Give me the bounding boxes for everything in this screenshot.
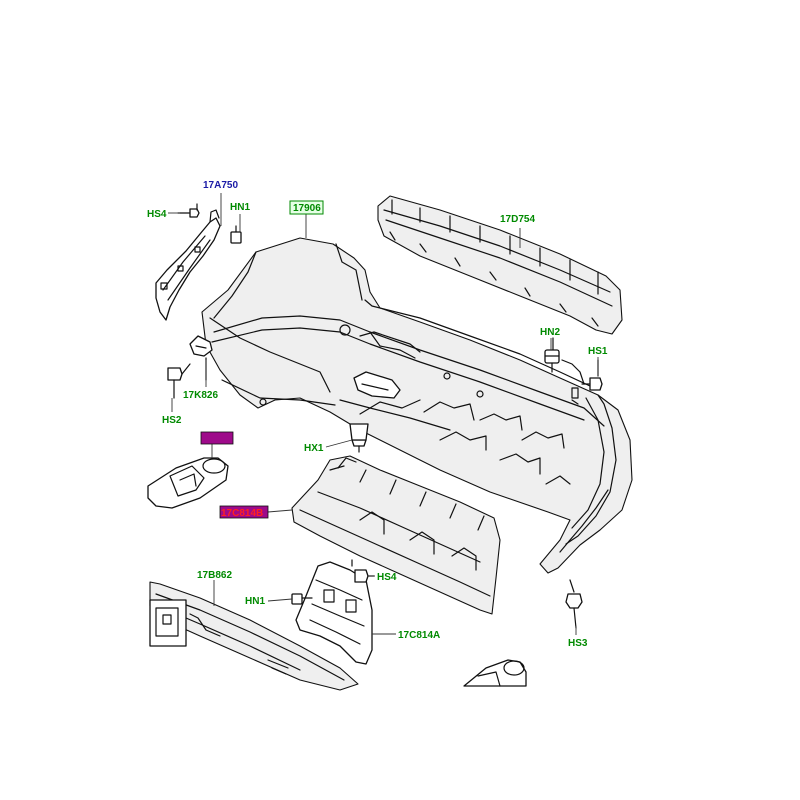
- leader-lines: [168, 193, 599, 635]
- label-hn1-bottom[interactable]: HN1: [245, 596, 265, 607]
- label-17k826[interactable]: 17K826: [183, 390, 218, 401]
- label-hx1[interactable]: HX1: [304, 443, 324, 454]
- label-hs1[interactable]: HS1: [588, 346, 608, 357]
- sensor-housing-2[interactable]: [463, 659, 527, 687]
- sensor-housing[interactable]: [147, 457, 229, 509]
- undertray-17c814b[interactable]: [291, 455, 501, 615]
- screw-hs2[interactable]: [167, 363, 191, 399]
- bracket-17a750[interactable]: [155, 209, 221, 321]
- bracket-17c814a[interactable]: [295, 559, 373, 665]
- nut-hn1-top[interactable]: [230, 225, 242, 244]
- label-17c814a[interactable]: 17C814A: [398, 630, 440, 641]
- part-labels: 17A750 HS4 HN1 17906 17D754 HN2 HS1 17K8…: [147, 180, 608, 649]
- label-hn2[interactable]: HN2: [540, 327, 560, 338]
- screw-hs4-top[interactable]: [177, 203, 200, 218]
- highlight-17c814b: [219, 505, 269, 519]
- label-hs2[interactable]: HS2: [162, 415, 182, 426]
- screw-hs1[interactable]: [581, 359, 603, 391]
- reflector-17d754[interactable]: [377, 195, 623, 335]
- label-hs4-bottom[interactable]: HS4: [377, 572, 397, 583]
- label-hs3[interactable]: HS3: [568, 638, 588, 649]
- label-17b862[interactable]: 17B862: [197, 570, 232, 581]
- label-17906-box: [289, 200, 324, 215]
- screw-hs3[interactable]: [565, 579, 583, 629]
- clip-17k826[interactable]: [189, 335, 213, 381]
- label-17c814b[interactable]: 17C814B: [221, 508, 263, 519]
- clip-hn2[interactable]: [544, 337, 585, 385]
- label-17d754[interactable]: 17D754: [500, 214, 535, 225]
- label-hn1-top[interactable]: HN1: [230, 202, 250, 213]
- pushpin-hx1[interactable]: [349, 423, 369, 453]
- label-17906[interactable]: 17906: [293, 203, 321, 214]
- bumper-cover-17906[interactable]: [201, 237, 633, 574]
- beam-17b862[interactable]: [149, 581, 359, 691]
- highlight-sensor-label[interactable]: [200, 431, 234, 445]
- label-17a750[interactable]: 17A750: [203, 180, 238, 191]
- label-hs4-top[interactable]: HS4: [147, 209, 167, 220]
